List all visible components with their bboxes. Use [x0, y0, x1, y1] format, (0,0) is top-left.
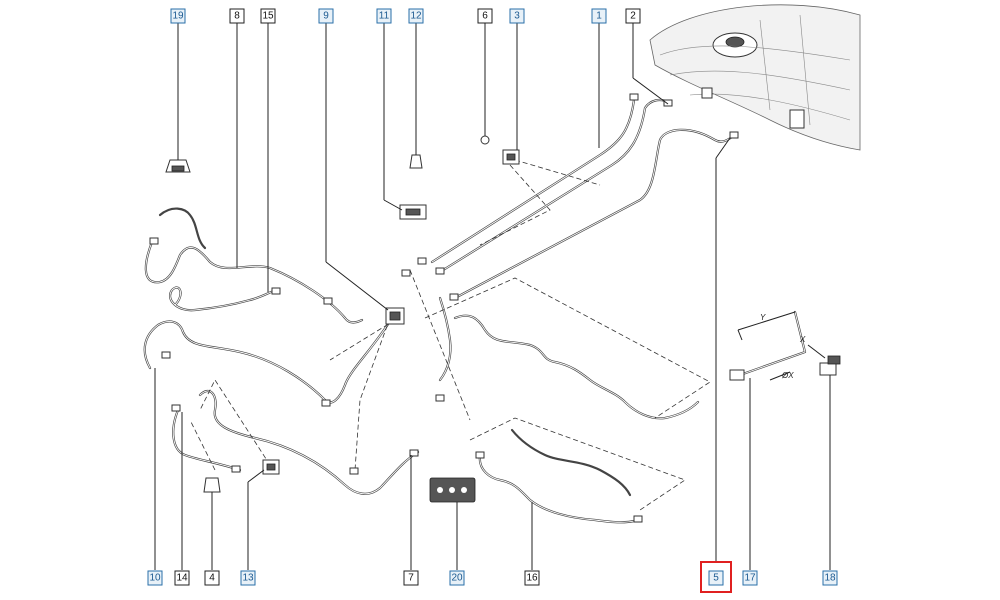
dashed-guide-clip13 [199, 379, 271, 466]
dashed-guide-clip4 [189, 419, 216, 471]
callout-20[interactable]: 20 [449, 570, 465, 586]
callout-19[interactable]: 19 [170, 8, 186, 24]
svg-text:12: 12 [410, 11, 422, 22]
dashed-guide-7 [409, 269, 471, 421]
svg-text:7: 7 [408, 573, 414, 584]
callout-10[interactable]: 10 [147, 570, 163, 586]
svg-text:19: 19 [172, 11, 184, 22]
svg-text:14: 14 [176, 573, 188, 584]
clip-6 [480, 135, 490, 145]
callout-17[interactable]: 17 [742, 570, 758, 586]
callout-4[interactable]: 4 [204, 570, 220, 586]
svg-text:5: 5 [713, 573, 719, 584]
dim-x: X [799, 335, 806, 344]
pipe-8 [144, 207, 364, 324]
callout-18[interactable]: 18 [822, 570, 838, 586]
callout-8[interactable]: 8 [229, 8, 245, 24]
bracket-11 [399, 204, 427, 220]
svg-text:10: 10 [149, 573, 161, 584]
svg-text:2: 2 [630, 11, 636, 22]
svg-text:8: 8 [234, 11, 240, 22]
pipe-5 [453, 128, 737, 300]
clip-12 [409, 154, 423, 169]
dashed-area-lower [469, 417, 686, 511]
pipe-upper-right [453, 314, 700, 420]
callout-13[interactable]: 13 [240, 570, 256, 586]
callout-15[interactable]: 15 [260, 8, 276, 24]
callout-12[interactable]: 12 [408, 8, 424, 24]
svg-text:20: 20 [451, 573, 463, 584]
dashed-guide-clip3 [479, 164, 551, 246]
svg-text:13: 13 [242, 573, 254, 584]
svg-text:16: 16 [526, 573, 538, 584]
clip-9 [385, 307, 405, 325]
svg-text:9: 9 [323, 11, 329, 22]
pipe-14 [172, 408, 242, 472]
svg-text:11: 11 [379, 11, 390, 22]
fuel-tank [649, 4, 861, 151]
svg-text:6: 6 [482, 11, 488, 22]
clip-4 [203, 477, 221, 493]
pipe-7 [198, 389, 420, 495]
pipe-10 [143, 316, 394, 404]
svg-text:17: 17 [744, 573, 756, 584]
callout-5[interactable]: 5 [700, 561, 732, 593]
connector-pipe-ends [149, 93, 739, 523]
svg-text:3: 3 [514, 11, 520, 22]
dashed-guide-clip9b [329, 319, 396, 361]
dim-diameter: ØX [781, 371, 794, 380]
callout-16[interactable]: 16 [524, 570, 540, 586]
pipe-16 [478, 428, 640, 524]
pipe-15 [169, 286, 278, 312]
callout-6[interactable]: 6 [477, 8, 493, 24]
callout-7[interactable]: 7 [403, 570, 419, 586]
callout-2[interactable]: 2 [625, 8, 641, 24]
clip-13 [262, 459, 280, 475]
callout-1[interactable]: 1 [591, 8, 607, 24]
callout-14[interactable]: 14 [174, 570, 190, 586]
detail-fitting-18: X [799, 335, 841, 376]
svg-text:15: 15 [262, 11, 274, 22]
pipe-1 [430, 98, 636, 264]
dim-y: Y [760, 313, 766, 322]
dashed-guide-clip3b [514, 159, 601, 186]
callout-11[interactable]: 11 [376, 8, 392, 24]
pipe-2 [438, 98, 670, 274]
dashed-area-upper [424, 277, 711, 419]
callout-9[interactable]: 9 [318, 8, 334, 24]
svg-text:1: 1 [596, 11, 602, 22]
svg-text:4: 4 [209, 573, 215, 584]
callout-3[interactable]: 3 [509, 8, 525, 24]
pipe-9 [438, 296, 452, 382]
clip-3 [502, 149, 520, 165]
clip-19 [165, 159, 191, 173]
dashed-guide-clip9 [354, 317, 391, 471]
callout-5-highlight [700, 561, 732, 593]
svg-text:18: 18 [824, 573, 836, 584]
leader-lines [154, 23, 831, 570]
bracket-20 [429, 477, 476, 503]
detail-pipe-17: Y ØX [729, 310, 807, 381]
